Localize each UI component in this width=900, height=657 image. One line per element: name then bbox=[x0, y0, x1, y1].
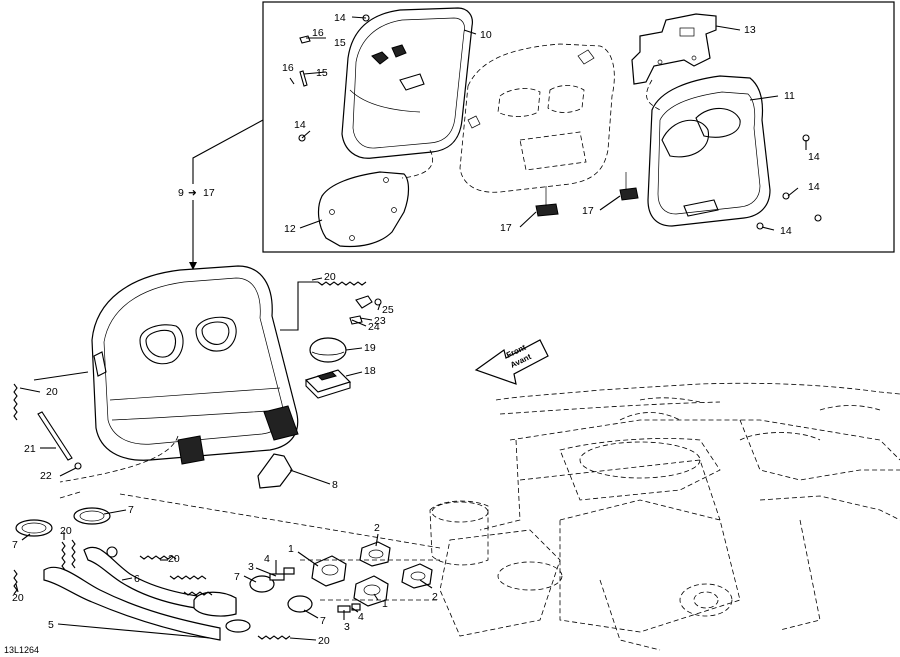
callout-20: 20 bbox=[46, 386, 58, 398]
callout-15: 15 bbox=[334, 37, 346, 49]
callout-7: 7 bbox=[128, 504, 134, 516]
callout-24: 24 bbox=[368, 321, 380, 333]
callout-1: 1 bbox=[382, 598, 388, 610]
heat-shield-part-11 bbox=[647, 75, 771, 227]
callout-17: 17 bbox=[500, 222, 512, 234]
callout-16: 16 bbox=[282, 62, 294, 74]
heat-shield-part-10 bbox=[341, 7, 473, 159]
callout-2: 2 bbox=[374, 522, 380, 534]
spring-part-20 bbox=[317, 281, 367, 286]
callout-20: 20 bbox=[324, 271, 336, 283]
engine-block-outline bbox=[429, 382, 900, 651]
gaskets-part-7 bbox=[15, 507, 313, 613]
mount-blocks-part-17 bbox=[535, 172, 639, 217]
callout-21: 21 bbox=[24, 443, 36, 455]
callout-22: 22 bbox=[40, 470, 52, 482]
callout-18: 18 bbox=[364, 365, 376, 377]
callout-1: 1 bbox=[288, 543, 294, 555]
front-direction-arrow bbox=[474, 339, 549, 385]
callout-16: 16 bbox=[312, 27, 324, 39]
inset-frame bbox=[262, 1, 895, 253]
callout-13: 13 bbox=[744, 24, 756, 36]
callout-4: 4 bbox=[358, 611, 364, 623]
callout-20: 20 bbox=[318, 635, 330, 647]
spring-part-20-left bbox=[13, 383, 18, 421]
range-label-to: 17 bbox=[203, 187, 215, 199]
callout-14: 14 bbox=[334, 12, 346, 24]
callout-19: 19 bbox=[364, 342, 376, 354]
callout-12: 12 bbox=[284, 223, 296, 235]
callout-10: 10 bbox=[480, 29, 492, 41]
callout-4: 4 bbox=[264, 553, 270, 565]
rod-part-21 bbox=[37, 411, 82, 470]
callout-25: 25 bbox=[382, 304, 394, 316]
range-bracket bbox=[189, 119, 264, 270]
callout-23: 23 bbox=[374, 315, 386, 327]
bracket-parts-23-24-25 bbox=[349, 295, 382, 325]
range-label-from: 9 bbox=[178, 187, 184, 199]
callout-7: 7 bbox=[12, 539, 18, 551]
diagram-id: 13L1264 bbox=[4, 645, 39, 655]
muffler-dashed-outline bbox=[459, 43, 615, 193]
callout-3: 3 bbox=[248, 561, 254, 573]
callout-7: 7 bbox=[234, 571, 240, 583]
cap-part-19 bbox=[309, 337, 347, 363]
callout-17: 17 bbox=[582, 205, 594, 217]
plate-part-8 bbox=[257, 453, 293, 489]
alignment-dash-lines bbox=[59, 491, 441, 601]
gasket-plate-part-13 bbox=[631, 13, 717, 85]
main-leaders bbox=[15, 277, 433, 641]
callout-15: 15 bbox=[316, 67, 328, 79]
callout-14: 14 bbox=[294, 119, 306, 131]
range-label-arrow: ➜ bbox=[188, 187, 197, 199]
callout-5: 5 bbox=[48, 619, 54, 631]
callout-3: 3 bbox=[344, 621, 350, 633]
damper-part-18 bbox=[304, 369, 352, 399]
muffler-assembly bbox=[91, 265, 299, 465]
insulation-pad-part-12 bbox=[317, 171, 410, 248]
callout-6: 6 bbox=[134, 573, 140, 585]
callout-14: 14 bbox=[808, 181, 820, 193]
callout-8: 8 bbox=[332, 479, 338, 491]
callout-20: 20 bbox=[12, 592, 24, 604]
inset-leaders bbox=[299, 16, 807, 231]
callout-20: 20 bbox=[60, 525, 72, 537]
exhaust-pipes bbox=[43, 546, 251, 641]
callout-7: 7 bbox=[320, 615, 326, 627]
callout-2: 2 bbox=[432, 591, 438, 603]
callout-20: 20 bbox=[168, 553, 180, 565]
flanges-and-bolts bbox=[269, 541, 433, 613]
callout-11: 11 bbox=[784, 90, 795, 102]
callout-14: 14 bbox=[808, 151, 820, 163]
callout-14: 14 bbox=[780, 225, 792, 237]
